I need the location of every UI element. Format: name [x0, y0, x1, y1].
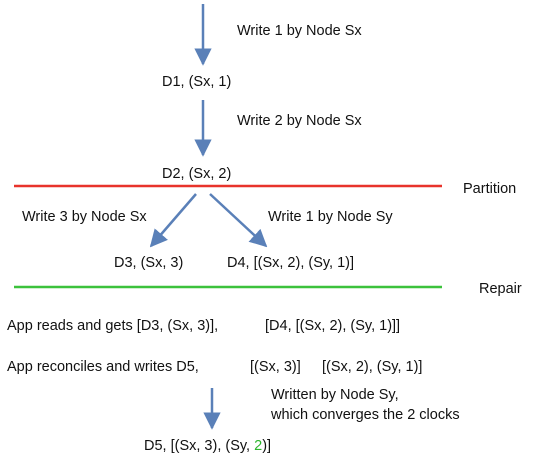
- clock-a: [(Sx, 3)]: [250, 359, 301, 375]
- partition-label: Partition: [463, 181, 517, 197]
- edge-label-written-sy-line1: Written by Node Sy,: [271, 387, 399, 403]
- app-reads-second: [D4, [(Sx, 2), (Sy, 1)]]: [265, 318, 401, 334]
- edge-label-write2-sx: Write 2 by Node Sx: [237, 113, 362, 129]
- repair-label: Repair: [479, 281, 522, 297]
- arrow-write3-sx: [149, 193, 197, 248]
- node-d5-prefix: D5, [(Sx, 3), (Sy,: [144, 438, 255, 454]
- app-reconciles-text: App reconciles and writes D5,: [7, 359, 199, 375]
- node-d5-suffix: )]: [262, 438, 272, 454]
- edge-label-written-sy-line2: which converges the 2 clocks: [271, 407, 460, 423]
- node-d2: D2, (Sx, 2): [162, 166, 232, 182]
- node-d4: D4, [(Sx, 2), (Sy, 1)]: [227, 255, 355, 271]
- edge-label-write1-sx: Write 1 by Node Sx: [237, 23, 362, 39]
- node-d1: D1, (Sx, 1): [162, 74, 232, 90]
- node-d3: D3, (Sx, 3): [114, 255, 184, 271]
- clock-b: [(Sx, 2), (Sy, 1)]: [322, 359, 423, 375]
- edge-label-write3-sx: Write 3 by Node Sx: [22, 209, 147, 225]
- edge-label-write1-sy: Write 1 by Node Sy: [268, 209, 393, 225]
- node-d5-converged-counter: 2: [254, 438, 263, 454]
- arrow-write1-sy: [209, 193, 268, 248]
- app-reads-text: App reads and gets [D3, (Sx, 3)],: [7, 318, 219, 334]
- node-d5: D5, [(Sx, 3), (Sy, 2)]: [144, 437, 271, 455]
